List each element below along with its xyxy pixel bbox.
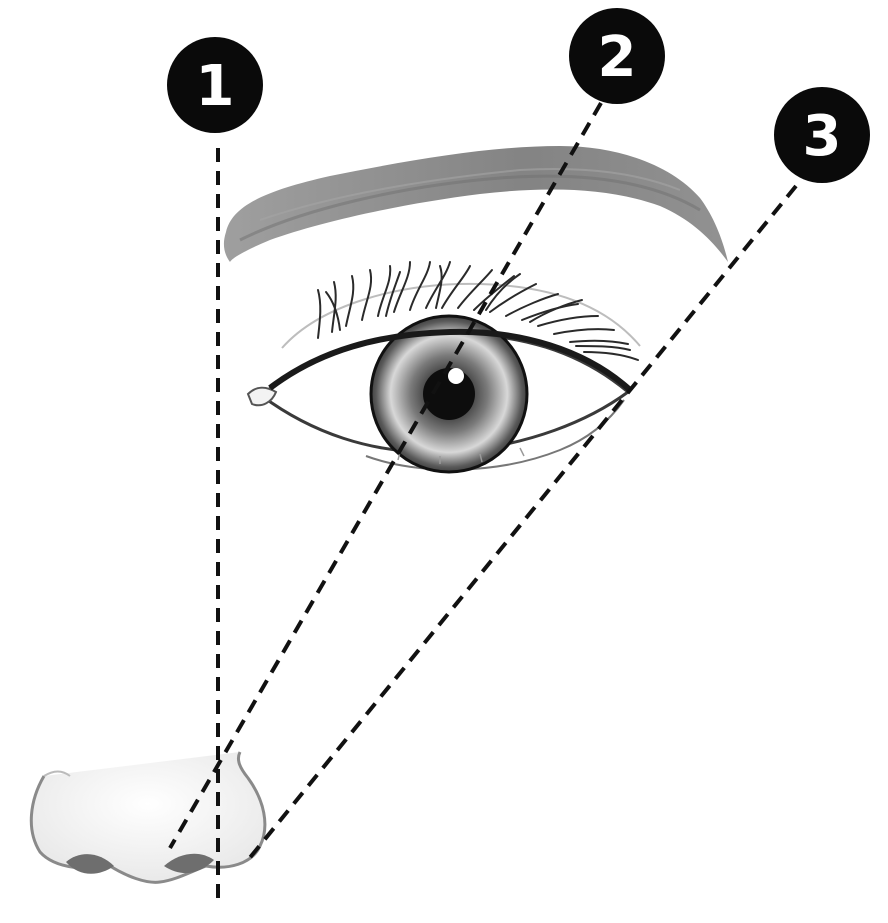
marker-circle: [774, 87, 870, 183]
eyebrow-illustration: [223, 146, 729, 262]
marker-1: 1: [167, 37, 263, 133]
marker-label: 2: [598, 25, 637, 90]
marker-3: 3: [774, 87, 870, 183]
marker-2: 2: [569, 8, 665, 104]
eye-illustration: [246, 261, 641, 474]
guide-line-3: [246, 184, 798, 862]
marker-circle: [167, 37, 263, 133]
guide-line-2: [168, 101, 603, 850]
marker-circle: [569, 8, 665, 104]
marker-label: 3: [803, 104, 842, 169]
marker-label: 1: [196, 54, 235, 119]
guide-lines: [168, 101, 798, 900]
nose-illustration: [29, 751, 267, 884]
markers: 1 2 3: [167, 8, 870, 183]
